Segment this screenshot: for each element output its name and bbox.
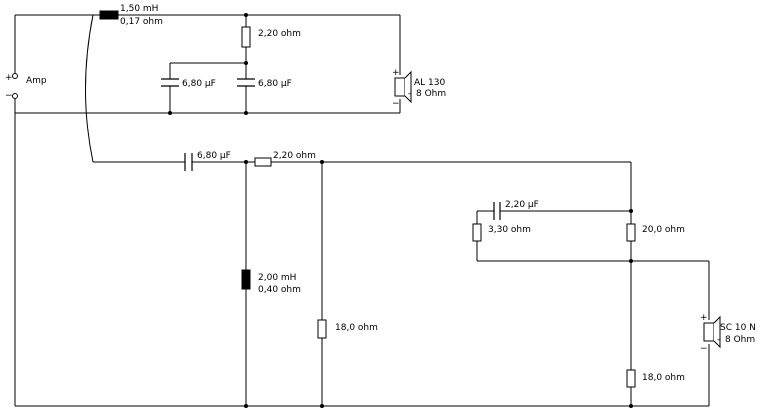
woofer-series-resistor: 2,20 ohm bbox=[254, 151, 316, 167]
amp-plus-terminal bbox=[12, 73, 18, 79]
tweeter-speaker-plus: + bbox=[392, 68, 400, 78]
speaker-icon bbox=[703, 322, 715, 342]
tweeter-speaker-name: AL 130 bbox=[414, 78, 445, 88]
woofer-series-resistor-value: 2,20 ohm bbox=[273, 151, 316, 161]
woofer-speaker-plus: + bbox=[700, 313, 708, 323]
woofer-shunt-resistor-2: 18,0 ohm bbox=[626, 369, 685, 388]
woofer-series-cap-value: 6,80 µF bbox=[197, 151, 231, 161]
notch-cap-value: 2,20 µF bbox=[505, 200, 539, 210]
tweeter-speaker-dash: - bbox=[408, 89, 411, 99]
tweeter-cap-right: 6,80 µF bbox=[237, 78, 292, 89]
tweeter-speaker-minus: − bbox=[392, 99, 400, 109]
notch-cap: 2,20 µF bbox=[493, 200, 539, 220]
woofer-shunt-resistor-value: 18,0 ohm bbox=[335, 323, 378, 333]
tweeter-speaker: + − AL 130 - 8 Ohm bbox=[392, 68, 446, 109]
woofer-shunt-resistor-2-value: 18,0 ohm bbox=[642, 373, 685, 383]
tweeter-inductor: 1,50 mH 0,17 ohm bbox=[99, 4, 163, 27]
tweeter-resistor: 2,20 ohm bbox=[241, 26, 301, 48]
woofer-speaker: + − SC 10 N - 8 Ohm bbox=[700, 313, 756, 354]
notch-resistor: 3,30 ohm bbox=[472, 223, 531, 242]
woofer-shunt-inductor-resistance: 0,40 ohm bbox=[258, 285, 301, 295]
woofer-speaker-minus: − bbox=[700, 344, 708, 354]
amp-plus-sign: + bbox=[5, 73, 13, 83]
amp-minus-terminal bbox=[12, 93, 18, 99]
woofer-shunt-resistor: 18,0 ohm bbox=[317, 319, 378, 339]
tweeter-inductor-resistance: 0,17 ohm bbox=[120, 17, 163, 27]
woofer-series-resistor-2-value: 20,0 ohm bbox=[642, 225, 685, 235]
wires bbox=[14, 14, 710, 407]
woofer-speaker-impedance: 8 Ohm bbox=[725, 335, 755, 345]
woofer-series-resistor-2: 20,0 ohm bbox=[626, 223, 685, 242]
tweeter-inductor-value: 1,50 mH bbox=[120, 4, 158, 14]
junction-dots bbox=[168, 13, 633, 408]
woofer-shunt-inductor: 2,00 mH 0,40 ohm bbox=[241, 269, 301, 295]
speaker-icon bbox=[394, 77, 406, 97]
notch-resistor-value: 3,30 ohm bbox=[488, 225, 531, 235]
woofer-shunt-inductor-value: 2,00 mH bbox=[258, 273, 296, 283]
tweeter-speaker-impedance: 8 Ohm bbox=[416, 89, 446, 99]
amp-terminals: + − Amp bbox=[5, 73, 47, 101]
amp-label: Amp bbox=[26, 76, 47, 86]
amp-minus-sign: − bbox=[5, 91, 13, 101]
woofer-speaker-dash: - bbox=[717, 335, 720, 345]
woofer-series-cap: 6,80 µF bbox=[184, 151, 231, 171]
tweeter-cap-left: 6,80 µF bbox=[161, 78, 216, 89]
tweeter-cap-right-value: 6,80 µF bbox=[258, 79, 292, 89]
tweeter-resistor-value: 2,20 ohm bbox=[258, 29, 301, 39]
tweeter-cap-left-value: 6,80 µF bbox=[182, 79, 216, 89]
woofer-speaker-name: SC 10 N bbox=[720, 323, 756, 333]
